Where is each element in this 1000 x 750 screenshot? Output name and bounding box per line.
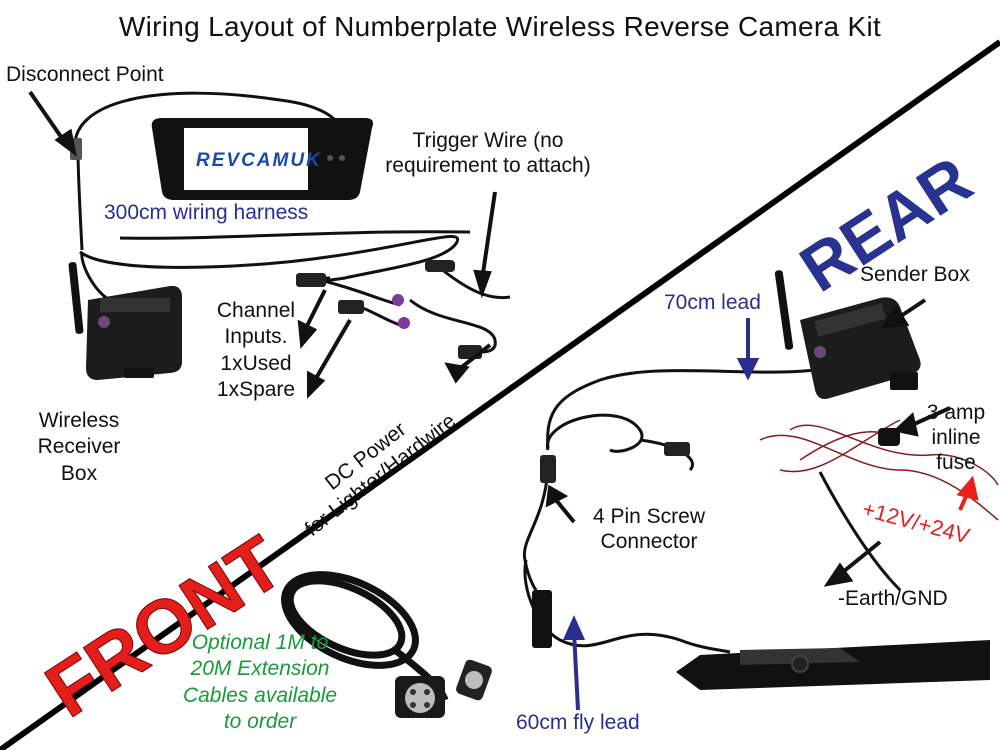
fly-lead-plug xyxy=(532,590,552,648)
receiver-box-label: Wireless Receiver Box xyxy=(24,408,134,487)
trigger-wire-line1: Trigger Wire (no xyxy=(412,129,564,152)
fly-lead-loop xyxy=(523,559,731,654)
arrows-red xyxy=(956,475,979,511)
rear-connectors xyxy=(532,428,900,648)
arrows-black xyxy=(28,90,951,587)
rear-cable-clip xyxy=(664,442,690,456)
earth-gnd-label: -Earth/GND xyxy=(838,587,948,610)
harness-splice xyxy=(425,260,455,272)
harness-upper xyxy=(119,230,471,240)
lead-70cm xyxy=(546,366,831,449)
screw-connector-label: 4 Pin Screw Connector xyxy=(574,504,724,554)
camera-icon xyxy=(676,640,990,690)
splice-tag-purple xyxy=(392,294,404,306)
extension-line4: to order xyxy=(223,709,297,733)
lead-70cm-label: 70cm lead xyxy=(664,291,761,314)
brand-logo: REVCAMUK xyxy=(196,150,322,171)
channel-inputs-line4: 1xSpare xyxy=(216,377,296,401)
front-connectors xyxy=(70,138,482,359)
fuse-line3: fuse xyxy=(936,451,976,475)
disconnect-point-label: Disconnect Point xyxy=(6,63,164,86)
extension-connectors xyxy=(395,659,492,718)
trigger-wire-label: Trigger Wire (no requirement to attach) xyxy=(358,128,618,178)
fuse-line2: inline xyxy=(931,426,981,450)
sender-box-label: Sender Box xyxy=(860,263,970,286)
extension-line2: 20M Extension xyxy=(190,657,330,681)
rear-cable-loop xyxy=(546,413,644,453)
fly-lead-label: 60cm fly lead xyxy=(516,711,640,734)
receiver-line3: Box xyxy=(60,461,98,485)
trigger-wire-line2: requirement to attach) xyxy=(385,154,591,178)
channel-inputs-line2: Inputs. xyxy=(224,325,288,349)
receiver-line2: Receiver xyxy=(37,435,121,459)
disconnect-drop xyxy=(76,149,84,251)
fuse-holder xyxy=(878,428,900,446)
screw-connector-4pin xyxy=(540,455,556,483)
harness-length-label: 300cm wiring harness xyxy=(104,201,309,224)
extension-cables-label: Optional 1M to 20M Extension Cables avai… xyxy=(160,630,360,735)
earth-wire xyxy=(818,471,902,592)
channel-inputs-label: Channel Inputs. 1xUsed 1xSpare xyxy=(206,298,306,403)
splice-tag-purple-2 xyxy=(398,317,410,329)
dc-power-cable xyxy=(409,298,497,354)
harness-cable xyxy=(79,235,459,283)
extension-line1: Optional 1M to xyxy=(191,631,329,654)
page-title: Wiring Layout of Numberplate Wireless Re… xyxy=(118,11,882,42)
channel-inputs-line3: 1xUsed xyxy=(220,351,292,375)
fuse-line1: 3 amp xyxy=(926,401,986,424)
extension-line3: Cables available xyxy=(182,683,338,707)
receiver-box-icon xyxy=(68,262,182,380)
mirror-monitor-icon xyxy=(151,118,374,200)
screw-connector-line1: 4 Pin Screw xyxy=(592,505,706,528)
trigger-cable xyxy=(439,266,511,300)
channel-inputs-line1: Channel xyxy=(216,299,296,322)
screw-connector-line2: Connector xyxy=(600,530,698,554)
receiver-line1: Wireless xyxy=(38,409,120,432)
fly-lead-cable xyxy=(522,467,550,606)
channel-connector-spare xyxy=(338,300,364,314)
divider-line xyxy=(0,39,1000,750)
channel-connector-used xyxy=(296,273,326,287)
fuse-label: 3 amp inline fuse xyxy=(916,400,996,476)
arrows-blue xyxy=(562,318,760,711)
